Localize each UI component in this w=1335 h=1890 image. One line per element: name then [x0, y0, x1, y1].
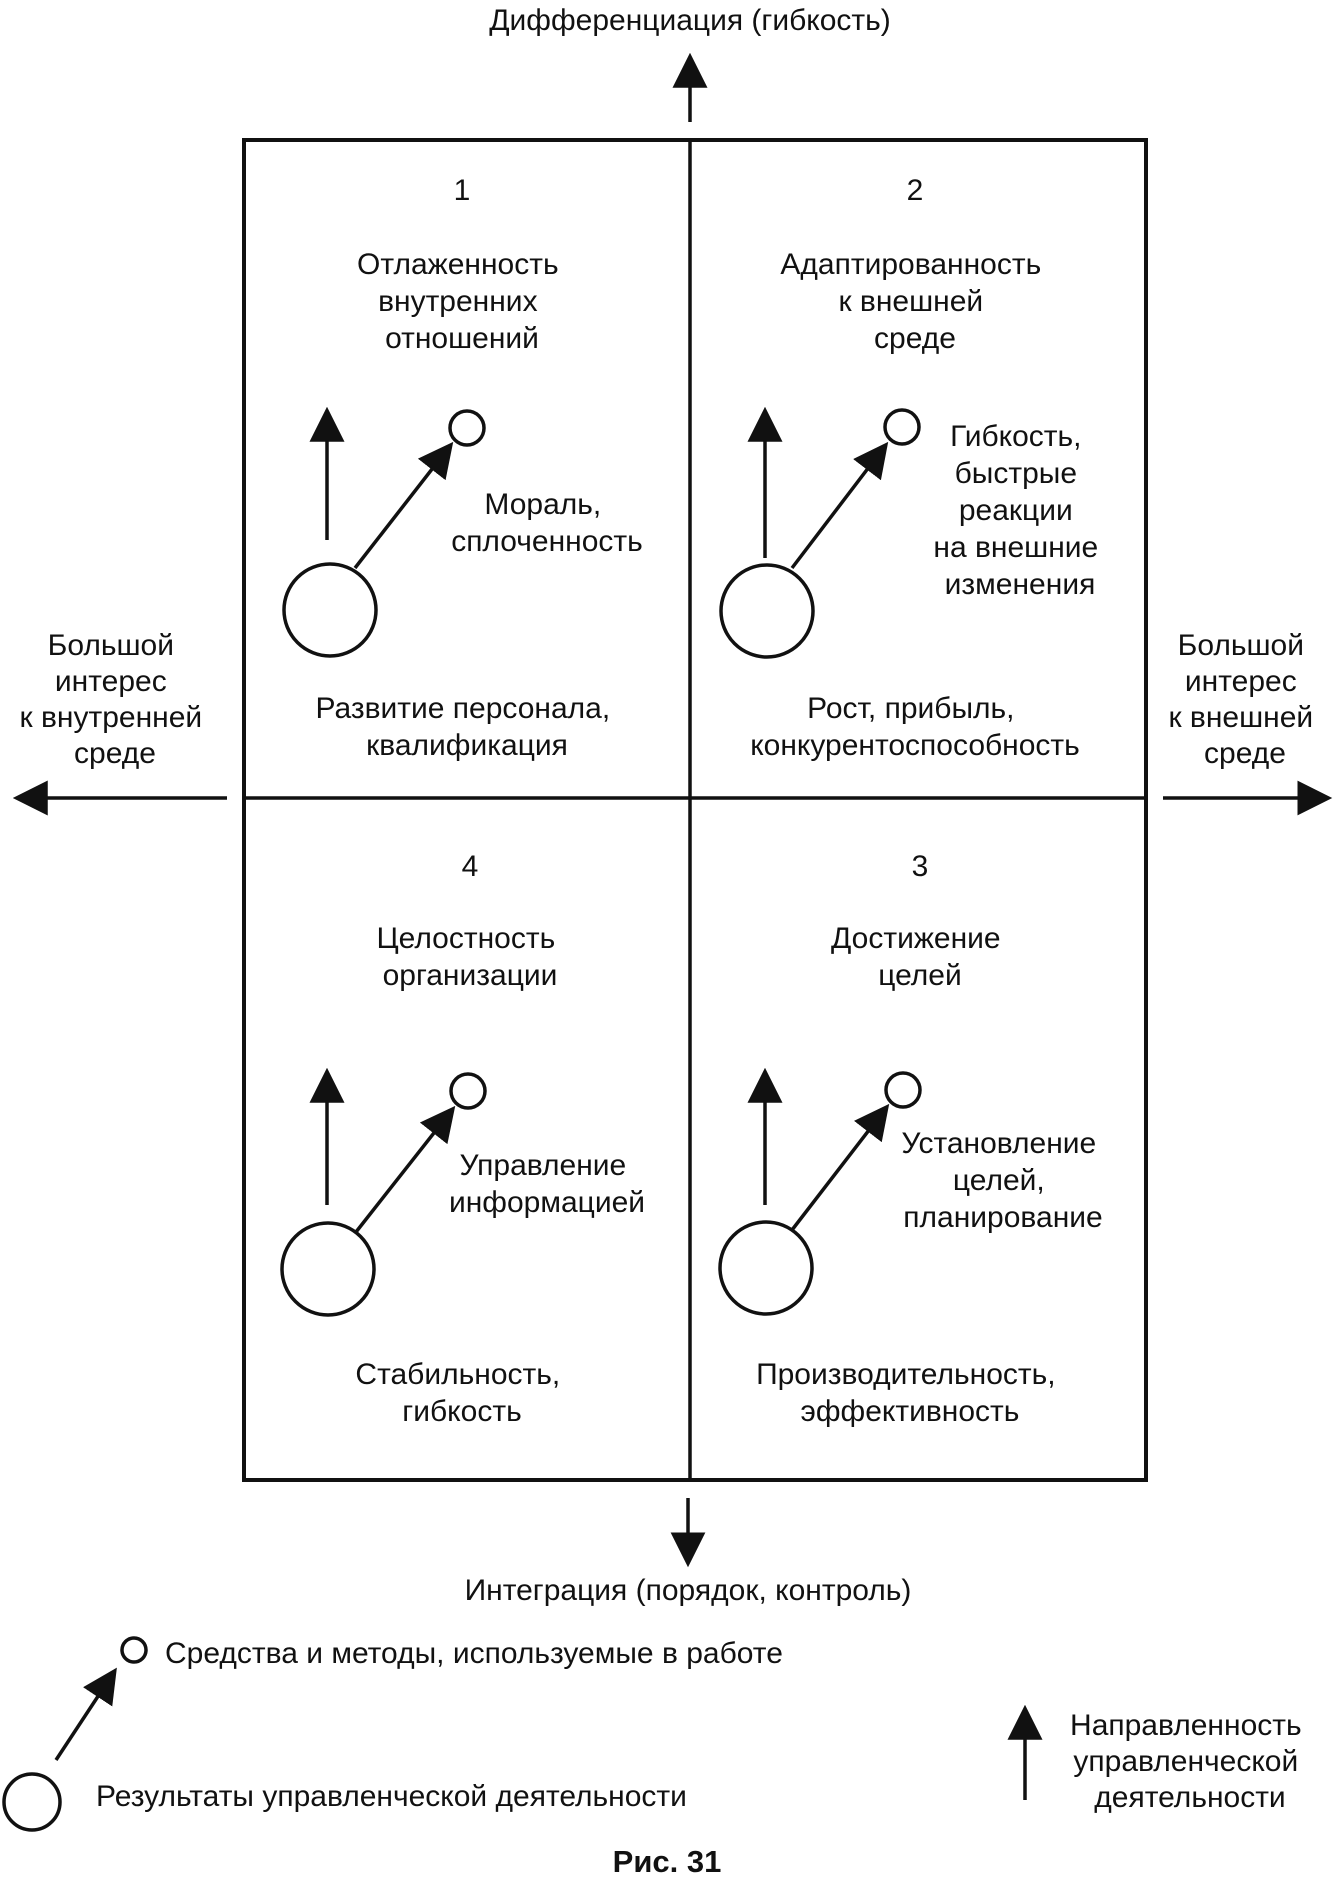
legend-results-circle-icon	[2, 1772, 62, 1832]
quadrant-title: Отлаженность внутренних отношений	[357, 248, 567, 355]
means-circle-icon	[448, 409, 486, 447]
means-circle-icon	[884, 1071, 922, 1109]
quadrant-means: Мораль, сплоченность	[451, 488, 643, 558]
quadrant-title: Достижение целей	[831, 922, 1009, 992]
means-link-arrow-icon	[353, 441, 454, 570]
quadrant-4: 4 Целостность организации Управление инф…	[280, 850, 645, 1428]
legend-direction-label: Направленность управленческой деятельнос…	[1070, 1709, 1310, 1814]
quadrant-means: Установление целей, планирование	[901, 1127, 1104, 1234]
quadrant-number: 4	[462, 850, 479, 883]
quadrant-3: 3 Достижение целей Установление целей, п…	[718, 850, 1104, 1428]
quadrant-number: 2	[907, 174, 924, 207]
quadrant-means: Управление информацией	[449, 1149, 645, 1219]
means-link-arrow-icon	[790, 1103, 890, 1232]
legend-means-circle-icon	[120, 1636, 148, 1664]
legend-results-label: Результаты управленческой деятельности	[96, 1780, 687, 1813]
results-circle-icon	[718, 1220, 814, 1316]
means-circle-icon	[883, 408, 921, 446]
matrix-frame	[242, 138, 1148, 1482]
means-link-arrow-icon	[354, 1105, 456, 1234]
means-link-arrow-icon	[790, 441, 889, 570]
axis-right-label: Большой интерес к внешней среде	[1168, 629, 1321, 770]
results-circle-icon	[719, 563, 815, 659]
quadrant-title: Целостность организации	[376, 922, 563, 992]
quadrant-results: Рост, прибыль, конкурентоспособность	[750, 692, 1080, 762]
quadrant-number: 3	[912, 850, 929, 883]
figure-caption: Рис. 31	[613, 1844, 722, 1879]
legend-link-arrow-icon	[54, 1667, 117, 1761]
axis-bottom-label: Интеграция (порядок, контроль)	[465, 1574, 912, 1607]
quadrant-means: Гибкость, быстрые реакции на внешние изм…	[933, 420, 1106, 601]
quadrant-number: 1	[454, 174, 471, 207]
quadrant-title: Адаптированность к внешней среде	[780, 248, 1049, 355]
axis-left-label: Большой интерес к внутренней среде	[20, 629, 211, 770]
legend-means-label: Средства и методы, используемые в работе	[165, 1637, 783, 1670]
means-circle-icon	[449, 1072, 487, 1110]
results-circle-icon	[282, 562, 378, 658]
legend: Средства и методы, используемые в работе…	[2, 1636, 1310, 1832]
results-circle-icon	[280, 1221, 376, 1317]
quadrant-results: Производительность, эффективность	[756, 1358, 1064, 1428]
axis-top-label: Дифференциация (гибкость)	[489, 4, 891, 37]
quadrant-2: 2 Адаптированность к внешней среде Гибко…	[719, 174, 1106, 762]
quadrant-results: Стабильность, гибкость	[355, 1358, 568, 1428]
quadrant-1: 1 Отлаженность внутренних отношений Мора…	[282, 174, 643, 762]
quadrant-results: Развитие персонала, квалификация	[315, 692, 618, 762]
